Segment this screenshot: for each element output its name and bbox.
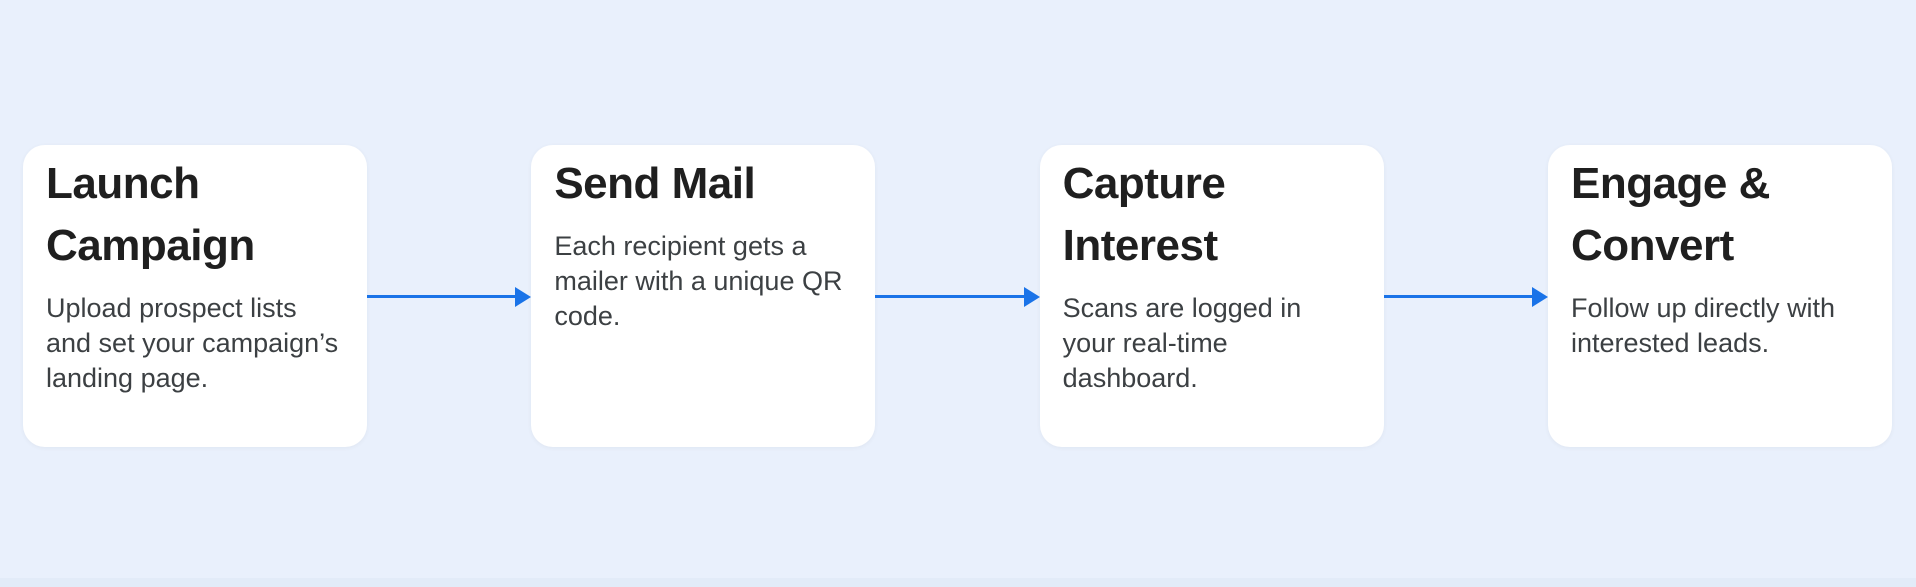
step-card-launch-campaign: Launch Campaign Upload prospect lists an… xyxy=(23,145,367,447)
step-card-engage-convert: Engage & Convert Follow up directly with… xyxy=(1547,145,1892,447)
step-description: Upload prospect lists and set your campa… xyxy=(46,293,339,393)
flow-connector xyxy=(367,145,532,447)
arrow-right-icon xyxy=(1023,287,1040,307)
step-description: Each recipient gets a mailer with a uniq… xyxy=(554,231,843,331)
step-card-capture-interest: Capture Interest Scans are logged in you… xyxy=(1039,145,1384,447)
footer-strip xyxy=(0,578,1916,587)
process-flow-diagram: Launch Campaign Upload prospect lists an… xyxy=(23,145,1892,447)
flow-connector xyxy=(875,145,1040,447)
step-description: Scans are logged in your real-time dashb… xyxy=(1062,293,1302,393)
step-card-send-mail: Send Mail Each recipient gets a mailer w… xyxy=(531,145,876,447)
step-title: Send Mail xyxy=(554,159,756,208)
step-title: Capture Interest xyxy=(1062,159,1226,270)
step-title: Launch Campaign xyxy=(46,159,255,270)
arrow-right-icon xyxy=(1531,287,1548,307)
arrow-line xyxy=(1383,295,1535,298)
step-description: Follow up directly with interested leads… xyxy=(1570,293,1836,358)
step-title: Engage & Convert xyxy=(1570,159,1770,270)
arrow-line xyxy=(875,295,1027,298)
arrow-line xyxy=(367,295,519,298)
arrow-right-icon xyxy=(515,287,532,307)
flow-connector xyxy=(1383,145,1548,447)
